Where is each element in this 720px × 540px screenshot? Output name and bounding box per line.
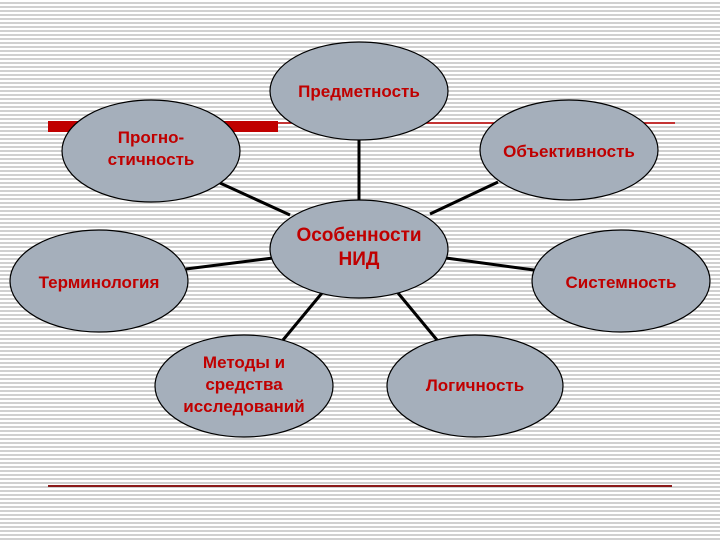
connector-terminologiya (185, 256, 274, 271)
node-terminologiya (9, 229, 189, 333)
node-logichnost (386, 334, 564, 438)
connector-logichnost (396, 292, 439, 341)
node-obektivnost (479, 99, 659, 201)
connector-metody (281, 292, 324, 341)
node-predmetnost (269, 41, 449, 141)
connector-prognostichnost (219, 181, 291, 217)
node-sistemnost (531, 229, 711, 333)
node-center (269, 199, 449, 299)
connectors (185, 140, 535, 341)
node-metody (154, 334, 334, 438)
connector-obektivnost (429, 180, 499, 216)
connector-sistemnost (445, 256, 535, 272)
node-prognostichnost (61, 99, 241, 203)
